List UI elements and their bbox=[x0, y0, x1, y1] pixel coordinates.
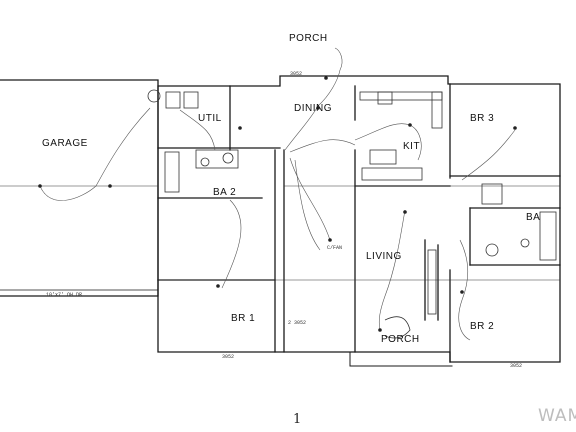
wire-hall-2 bbox=[294, 159, 321, 251]
window-note: 3052 bbox=[222, 354, 235, 360]
toilet-ba2 bbox=[200, 157, 210, 167]
porch-bottom-label: PORCH bbox=[381, 334, 420, 345]
outlet bbox=[408, 123, 412, 127]
toilet-ba1 bbox=[520, 238, 530, 248]
wire-hall bbox=[289, 157, 331, 241]
living-label: LIVING bbox=[366, 251, 402, 262]
sink-ba1 bbox=[485, 243, 499, 257]
wire-br2 bbox=[458, 239, 471, 341]
window-note: 3052 bbox=[510, 363, 523, 369]
wire-dining bbox=[284, 69, 341, 151]
garage-door-note: 10'x7' OH DR bbox=[46, 292, 83, 298]
outlet bbox=[324, 76, 328, 80]
ba2-label: BA 2 bbox=[213, 187, 237, 198]
sink-ba2 bbox=[222, 152, 234, 164]
house-outer-wall bbox=[157, 75, 561, 363]
kitchen-counter-side bbox=[431, 91, 443, 129]
wire-living bbox=[378, 209, 406, 331]
outlet bbox=[403, 210, 407, 214]
closet-br3 bbox=[481, 183, 503, 205]
wire-br3 bbox=[461, 129, 516, 181]
porch-bottom-wall bbox=[349, 351, 453, 367]
range bbox=[377, 91, 393, 105]
outlet bbox=[513, 126, 517, 130]
watermark-logo: WAM bbox=[538, 406, 576, 426]
page-mark: 1 bbox=[293, 412, 302, 427]
garage-label: GARAGE bbox=[42, 138, 88, 149]
garage-outline bbox=[0, 79, 159, 297]
outlet bbox=[38, 184, 42, 188]
kitchen-island bbox=[369, 149, 397, 165]
porch-step bbox=[384, 316, 411, 339]
util-appliance-2 bbox=[183, 91, 199, 109]
br2-label: BR 2 bbox=[470, 321, 495, 332]
kit-label: KIT bbox=[403, 141, 421, 152]
porch-top-label: PORCH bbox=[289, 33, 328, 44]
dining-label: DINING bbox=[294, 103, 332, 114]
util-appliance bbox=[165, 91, 181, 109]
bathtub-ba1 bbox=[539, 211, 557, 261]
ceiling-fan-note: C/FAN bbox=[327, 245, 343, 251]
outlet bbox=[378, 328, 382, 332]
ba1-label: BA bbox=[526, 212, 541, 223]
kitchen-counter bbox=[359, 91, 443, 101]
wire-porch bbox=[334, 47, 343, 71]
window-note: 3052 bbox=[290, 71, 303, 77]
bathtub-ba2 bbox=[164, 151, 180, 193]
garage-corner bbox=[147, 89, 161, 103]
kitchen-counter-low bbox=[361, 167, 423, 181]
br3-label: BR 3 bbox=[470, 113, 495, 124]
window-note: 2 3052 bbox=[288, 320, 307, 326]
fireplace bbox=[427, 249, 437, 315]
outlet bbox=[238, 126, 242, 130]
wire-dining-2 bbox=[289, 139, 356, 153]
vanity-ba2 bbox=[195, 149, 239, 169]
outlet bbox=[216, 284, 220, 288]
wire-garage bbox=[39, 107, 151, 201]
wire-util bbox=[179, 109, 216, 151]
outlet bbox=[328, 238, 332, 242]
outlet bbox=[108, 184, 112, 188]
util-label: UTIL bbox=[198, 113, 222, 124]
wire-br1 bbox=[221, 199, 242, 289]
br1-label: BR 1 bbox=[231, 313, 256, 324]
outlet bbox=[316, 106, 320, 110]
outlet bbox=[460, 290, 464, 294]
